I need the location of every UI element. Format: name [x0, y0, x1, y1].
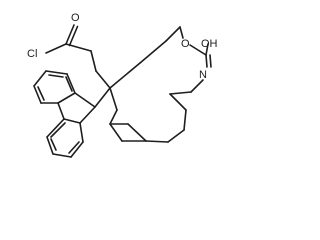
molecule-canvas: Cl O O OH N: [27, 12, 218, 158]
carbonyl-oxygen-label: O: [71, 12, 80, 24]
fluorenyl-group: [33, 70, 96, 158]
acyl-chloride-chain: [45, 24, 111, 89]
nitrogen-label: N: [199, 69, 207, 81]
structure-diagram: Cl O O OH N: [27, 12, 218, 158]
carbamate-oxygen-label: O: [181, 38, 190, 50]
hydroxyl-label: OH: [201, 38, 218, 50]
macrocycle: [94, 26, 212, 143]
chlorine-label: Cl: [27, 48, 37, 60]
